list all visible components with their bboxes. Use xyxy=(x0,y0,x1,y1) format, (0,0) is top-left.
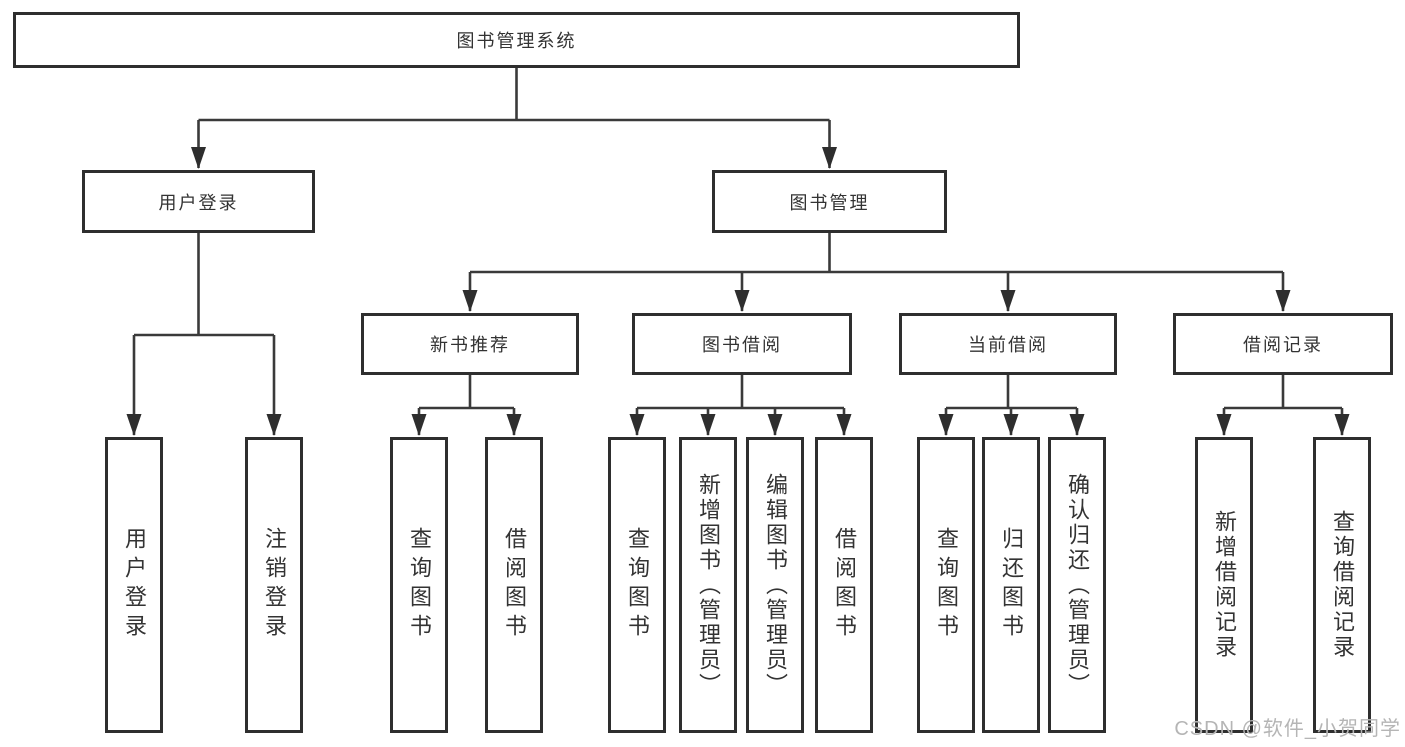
node-label: 新书推荐 xyxy=(430,335,510,355)
node-leaf-borrow-books: 借阅图书 xyxy=(485,437,543,733)
node-leaf-edit-books-admin: 编辑图书（管理员） xyxy=(746,437,804,733)
node-label: 编辑图书（管理员） xyxy=(763,472,788,698)
node-label: 图书管理系统 xyxy=(456,31,577,51)
node-new-book-recommendation: 新书推荐 xyxy=(361,313,579,375)
node-leaf-query-books: 查询图书 xyxy=(390,437,448,733)
node-book-management: 图书管理 xyxy=(712,170,947,233)
node-label: 借阅图书 xyxy=(502,527,527,643)
node-label: 查询图书 xyxy=(625,527,650,643)
node-label: 确认归还（管理员） xyxy=(1065,472,1090,698)
node-leaf-add-borrow-record: 新增借阅记录 xyxy=(1195,437,1253,733)
node-label: 新增图书（管理员） xyxy=(696,472,721,698)
node-label: 归还图书 xyxy=(999,527,1024,643)
node-leaf-add-books-admin: 新增图书（管理员） xyxy=(679,437,737,733)
node-label: 图书管理 xyxy=(789,192,870,213)
node-leaf-query-books: 查询图书 xyxy=(917,437,975,733)
node-label: 图书借阅 xyxy=(702,335,782,355)
node-borrowing-records: 借阅记录 xyxy=(1173,313,1393,375)
node-leaf-borrow-books: 借阅图书 xyxy=(815,437,873,733)
node-label: 查询借阅记录 xyxy=(1330,510,1355,660)
node-leaf-confirm-return-admin: 确认归还（管理员） xyxy=(1048,437,1106,733)
node-leaf-query-borrow-record: 查询借阅记录 xyxy=(1313,437,1371,733)
node-leaf-return-books: 归还图书 xyxy=(982,437,1040,733)
node-label: 查询图书 xyxy=(934,527,959,643)
node-user-login: 用户登录 xyxy=(82,170,315,233)
node-book-management-system: 图书管理系统 xyxy=(13,12,1020,68)
node-current-borrowing: 当前借阅 xyxy=(899,313,1117,375)
node-leaf-logout: 注销登录 xyxy=(245,437,303,733)
node-label: 借阅记录 xyxy=(1243,335,1323,355)
node-label: 当前借阅 xyxy=(968,335,1048,355)
node-leaf-query-books: 查询图书 xyxy=(608,437,666,733)
node-label: 借阅图书 xyxy=(832,527,857,643)
node-book-borrowing: 图书借阅 xyxy=(632,313,852,375)
node-label: 注销登录 xyxy=(262,527,287,643)
node-leaf-user-login: 用户登录 xyxy=(105,437,163,733)
node-label: 用户登录 xyxy=(158,192,239,213)
node-label: 新增借阅记录 xyxy=(1212,510,1237,660)
node-label: 查询图书 xyxy=(407,527,432,643)
csdn-watermark: CSDN @软件_小贺同学 xyxy=(1174,718,1401,740)
node-label: 用户登录 xyxy=(122,527,147,643)
